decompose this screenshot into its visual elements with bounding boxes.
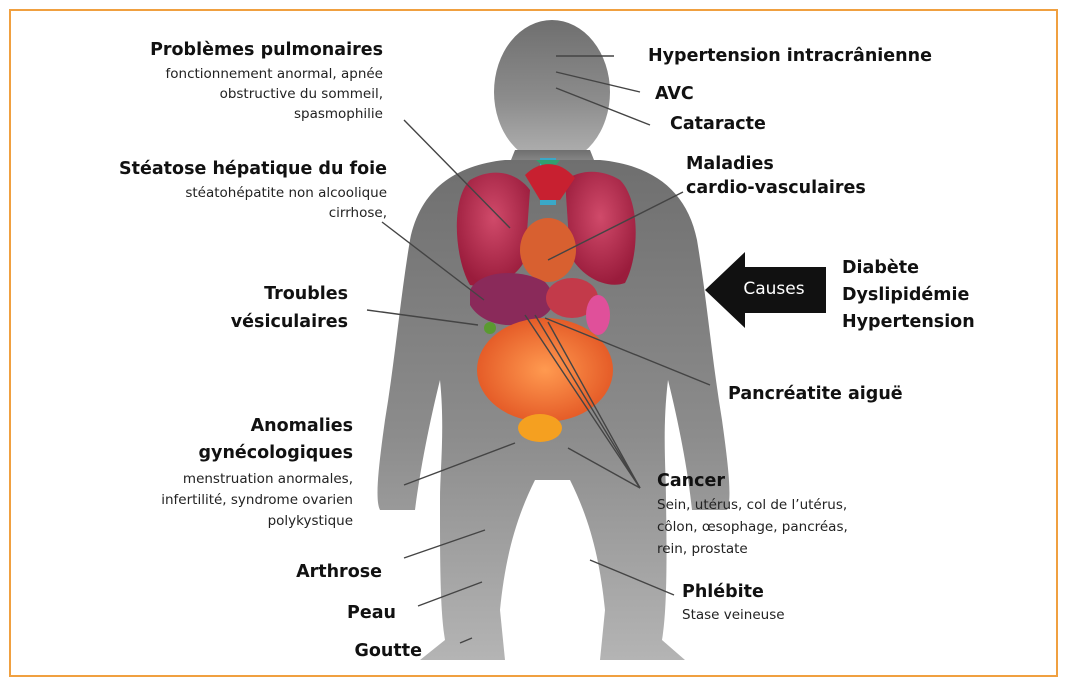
- label-pancreatitis: Pancréatite aiguë: [728, 384, 903, 406]
- label-liver-desc-1: stéatohépatite non alcoolique: [60, 185, 387, 202]
- label-pulmonary-desc-2: obstructive du sommeil,: [100, 86, 383, 103]
- label-gyneco-desc-1: menstruation anormales,: [100, 471, 353, 488]
- label-goutte: Goutte: [200, 641, 422, 663]
- label-cancer-desc-2: côlon, œsophage, pancréas,: [657, 519, 848, 536]
- intestines: [477, 318, 613, 422]
- label-liver-desc-2: cirrhose,: [60, 205, 387, 222]
- label-cardio-2: cardio-vasculaires: [686, 178, 866, 200]
- label-cancer-title: Cancer: [657, 471, 725, 493]
- label-pulmonary-desc-1: fonctionnement anormal, apnée: [100, 66, 383, 83]
- label-cause-diabete: Diabète: [842, 258, 919, 280]
- label-gallbladder-1: Troubles: [150, 284, 348, 306]
- label-phlebite-title: Phlébite: [682, 582, 764, 604]
- label-cancer-desc-3: rein, prostate: [657, 541, 748, 558]
- label-cardio-1: Maladies: [686, 154, 774, 176]
- label-pulmonary-title: Problèmes pulmonaires: [100, 40, 383, 62]
- label-gyneco-2: gynécologiques: [150, 443, 353, 465]
- spleen: [586, 295, 610, 335]
- label-peau: Peau: [200, 603, 396, 625]
- label-phlebite-desc: Stase veineuse: [682, 607, 785, 624]
- gallbladder: [484, 322, 496, 334]
- causes-arrow-label: Causes: [724, 279, 824, 299]
- label-liver-title: Stéatose hépatique du foie: [60, 159, 387, 181]
- label-avc: AVC: [655, 84, 694, 106]
- label-cataracte: Cataracte: [670, 114, 766, 136]
- label-gyneco-1: Anomalies: [150, 416, 353, 438]
- label-gyneco-desc-3: polykystique: [100, 513, 353, 530]
- label-cancer-desc-1: Sein, utérus, col de l’utérus,: [657, 497, 847, 514]
- label-cause-dyslipidemie: Dyslipidémie: [842, 285, 969, 307]
- label-cause-hypertension: Hypertension: [842, 312, 975, 334]
- label-arthrose: Arthrose: [200, 562, 382, 584]
- label-gallbladder-2: vésiculaires: [150, 312, 348, 334]
- label-pulmonary-desc-3: spasmophilie: [100, 106, 383, 123]
- bladder: [518, 414, 562, 442]
- label-intracranial: Hypertension intracrânienne: [648, 46, 932, 68]
- label-gyneco-desc-2: infertilité, syndrome ovarien: [100, 492, 353, 509]
